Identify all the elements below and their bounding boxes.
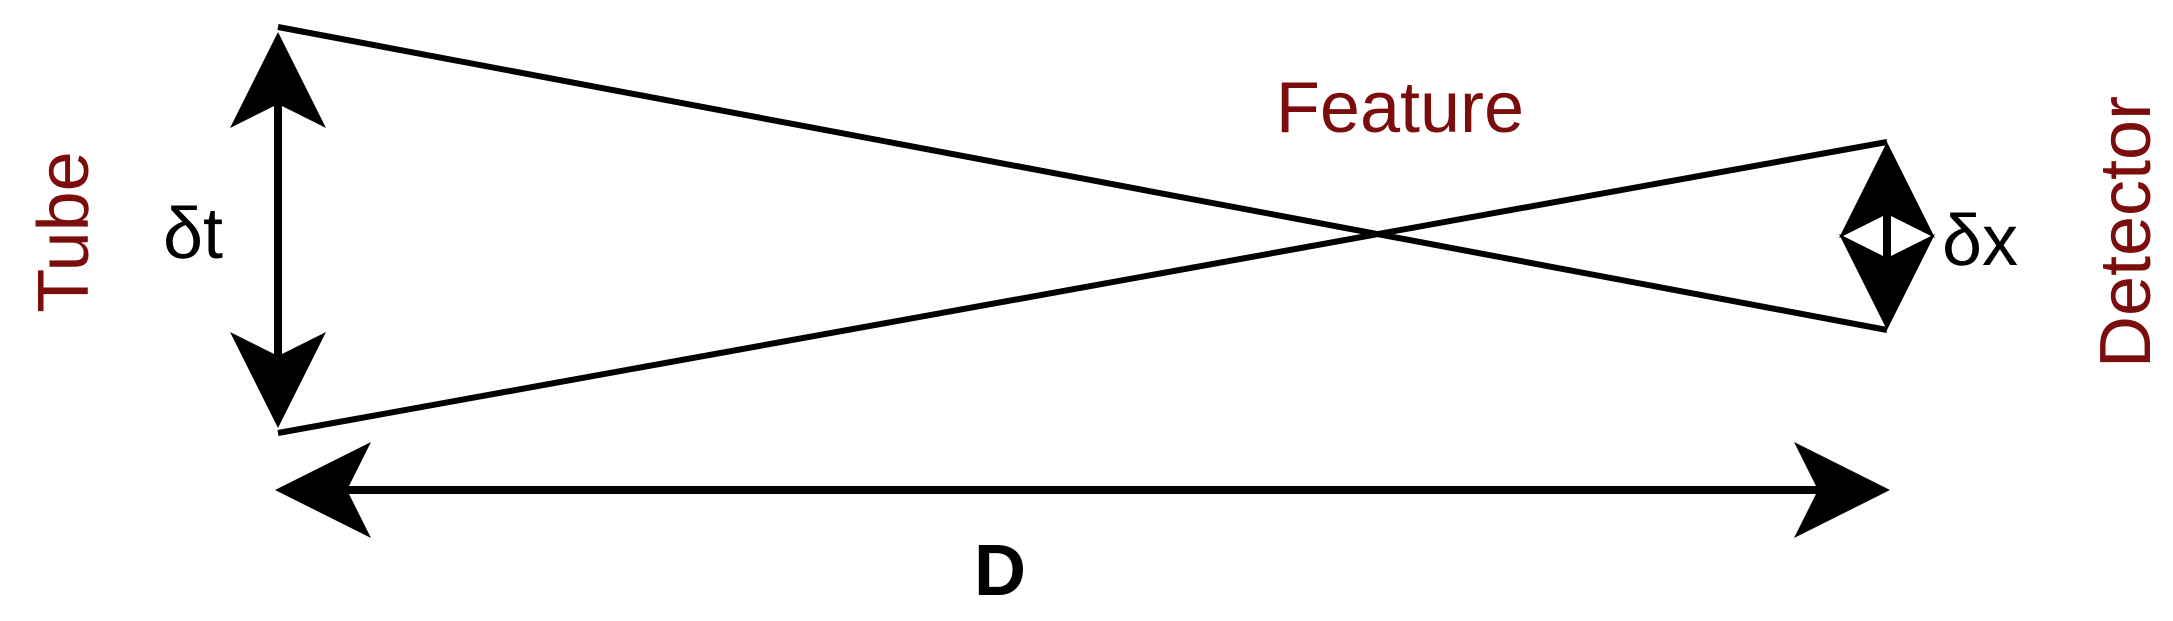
ray-bottom-to-top [277, 139, 1888, 436]
distance-label: D [974, 531, 1026, 611]
ray-top-to-bottom [277, 24, 1888, 333]
detector-label: Detector [2086, 96, 2166, 368]
delta-x-label: δx [1942, 201, 2018, 281]
tube-label: Tube [24, 151, 104, 312]
feature-label: Feature [1276, 68, 1524, 148]
delta-t-label: δt [163, 194, 223, 274]
